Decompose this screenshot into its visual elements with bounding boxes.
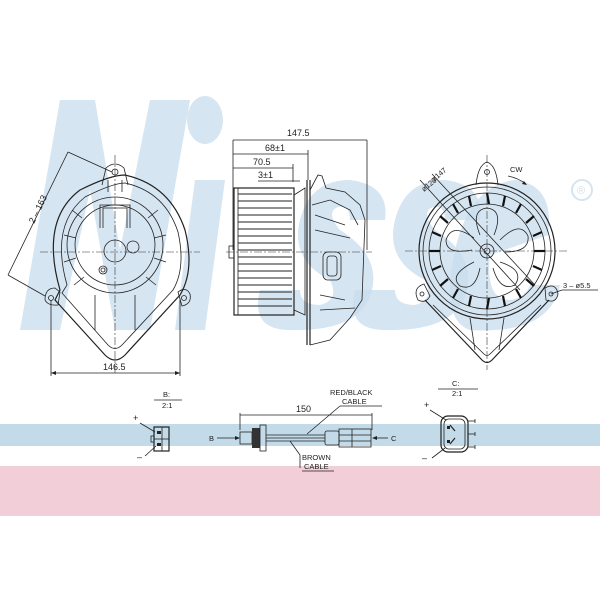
registered-mark: ® — [577, 185, 585, 197]
connector-b-minus: – — [137, 452, 142, 462]
dim-3: 3±1 — [258, 170, 273, 180]
connector-b-scale: 2:1 — [162, 401, 172, 410]
dim-holes: 3 – ø5.5 — [563, 281, 591, 290]
harness-label-c: C — [391, 434, 397, 443]
connector-c-title: C: — [452, 379, 460, 388]
connector-c-scale: 2:1 — [452, 389, 462, 398]
connector-b-plus: + — [133, 413, 138, 423]
dim-width: 146.5 — [103, 362, 126, 372]
rear-view: ø120 ø147 CW 3 – ø5.5 — [405, 155, 598, 370]
rotation-label: CW — [510, 165, 523, 174]
front-view: 2 – 163 146.5 — [7, 151, 200, 376]
connector-b-detail: B: 2:1 + – — [133, 390, 182, 462]
dim-70-5: 70.5 — [253, 157, 271, 167]
harness-length: 150 — [296, 404, 311, 414]
brown-label-1: BROWN — [302, 453, 331, 462]
connector-c-minus: – — [422, 453, 427, 463]
brown-label-2: CABLE — [304, 462, 329, 471]
watermark-logo — [20, 96, 593, 331]
harness-label-b: B — [209, 434, 214, 443]
dim-68: 68±1 — [265, 143, 285, 153]
red-black-label-2: CABLE — [342, 397, 367, 406]
wire-harness: RED/BLACK CABLE 150 B C BROWN CABLE — [209, 388, 397, 472]
dim-total: 147.5 — [287, 128, 310, 138]
connector-c-plus: + — [424, 400, 429, 410]
connector-b-title: B: — [163, 390, 170, 399]
red-black-label-1: RED/BLACK — [330, 388, 373, 397]
side-view: 147.5 68±1 70.5 3±1 — [226, 128, 372, 346]
blower-blades — [429, 192, 545, 310]
connector-c-detail: C: 2:1 + – — [422, 379, 478, 463]
pink-band — [0, 466, 600, 516]
